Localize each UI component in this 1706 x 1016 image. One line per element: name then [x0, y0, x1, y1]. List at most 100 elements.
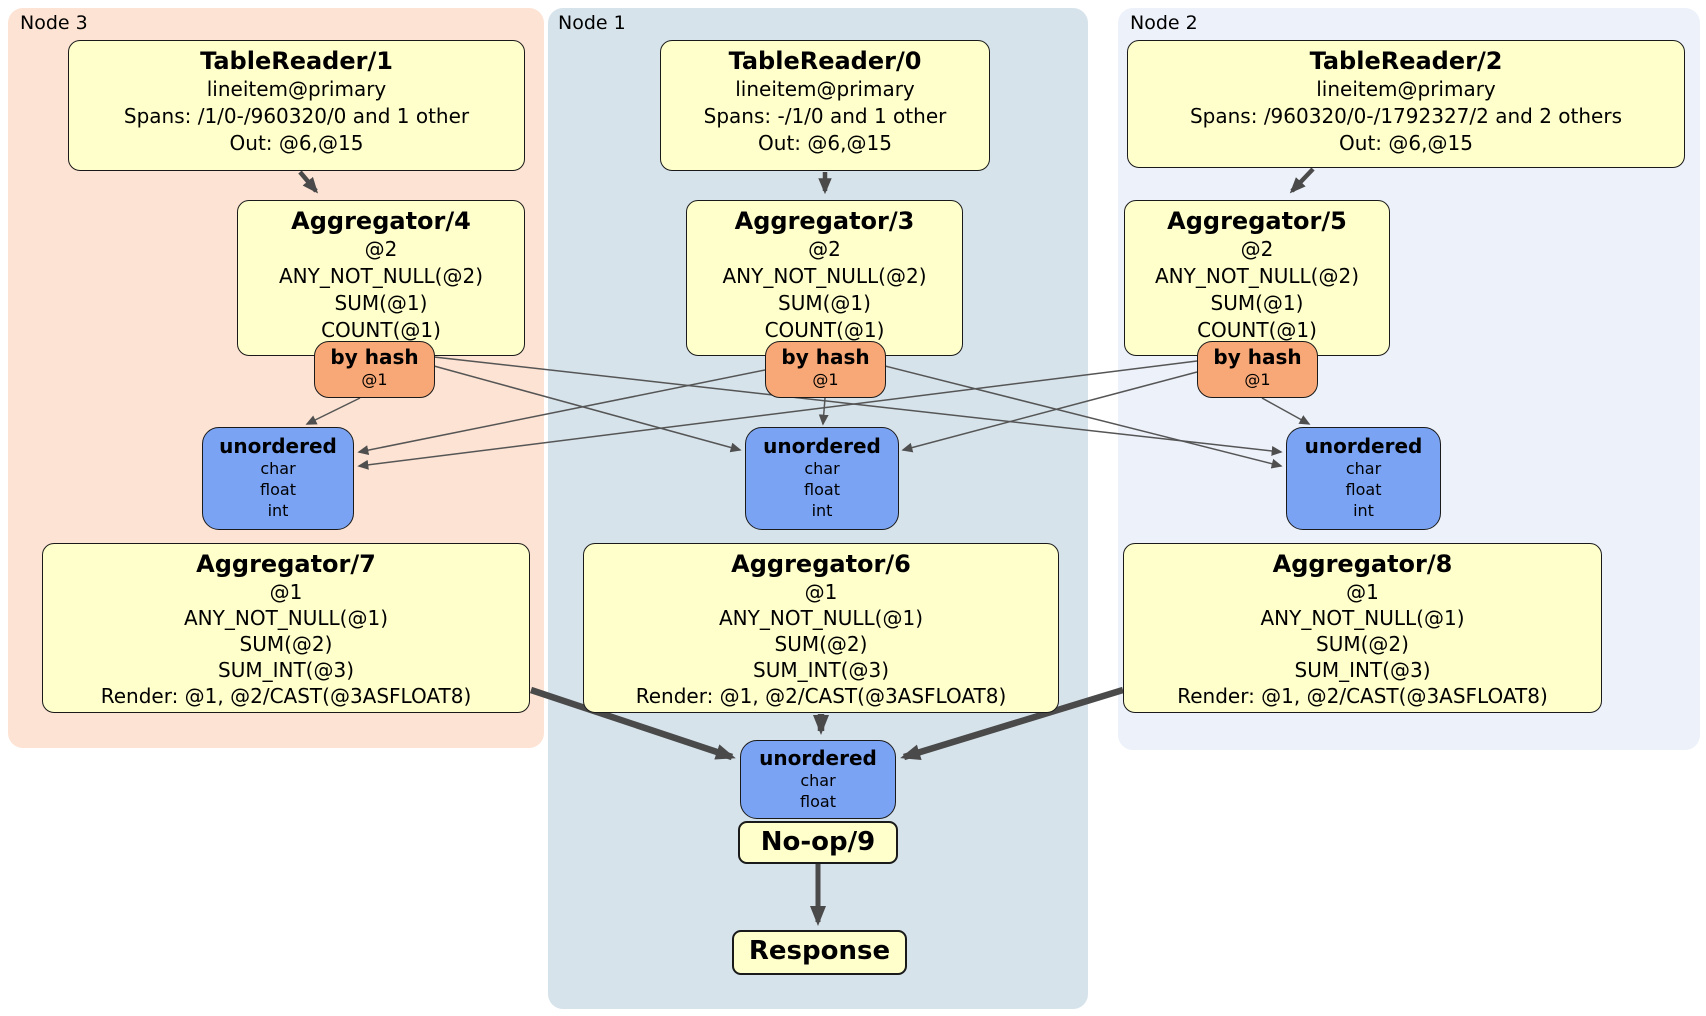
box-title: TableReader/0 [728, 47, 922, 75]
router-title: by hash [330, 345, 419, 369]
box-line: SUM_INT(@3) [1294, 658, 1431, 682]
router-key: @1 [812, 370, 839, 389]
sync-title: unordered [1304, 434, 1423, 458]
box-title: Response [748, 936, 891, 966]
sync-column: float [800, 792, 836, 811]
box-line: @1 [1346, 580, 1379, 604]
edge-hash3-un2 [433, 356, 1283, 456]
box-line: ANY_NOT_NULL(@2) [279, 264, 483, 288]
edge-hash1-un1 [818, 397, 829, 426]
box-title: No-op/9 [760, 827, 876, 857]
box-line: COUNT(@1) [1197, 318, 1317, 342]
edge-hash2-un2 [1261, 397, 1311, 425]
box-title: Aggregator/4 [291, 207, 471, 235]
node1-label: Node 1 [558, 12, 626, 34]
sync-column: float [260, 480, 296, 499]
box-line: Out: @6,@15 [758, 131, 892, 155]
aggregator-3-box: Aggregator/3 @2 ANY_NOT_NULL(@2) SUM(@1)… [686, 200, 963, 356]
box-line: @2 [808, 237, 841, 261]
box-line: SUM(@2) [239, 632, 333, 656]
box-line: SUM(@1) [778, 291, 871, 315]
box-line: Out: @6,@15 [229, 131, 364, 155]
box-line: SUM(@1) [334, 291, 428, 315]
sync-column: char [800, 771, 836, 790]
sync-column: char [1345, 459, 1382, 478]
edge-hash1-un3 [357, 369, 766, 456]
sync-title: unordered [219, 434, 337, 458]
box-line: ANY_NOT_NULL(@1) [184, 606, 388, 630]
sync-title: unordered [763, 434, 881, 458]
box-title: Aggregator/5 [1167, 207, 1347, 235]
noop-9-box: No-op/9 [738, 821, 898, 864]
box-line: SUM(@2) [1316, 632, 1409, 656]
by-hash-router-node2: by hash @1 [1197, 341, 1318, 398]
box-line: Spans: /1/0-/960320/0 and 1 other [123, 104, 470, 128]
sync-column: int [267, 501, 289, 520]
box-line: Spans: /960320/0-/1792327/2 and 2 others [1189, 104, 1622, 128]
sync-column: char [804, 459, 840, 478]
box-line: lineitem@primary [735, 77, 915, 101]
edge-agg7-unfinal [529, 686, 736, 761]
edge-hash3-un3 [305, 397, 361, 425]
by-hash-router-node3: by hash @1 [314, 341, 435, 398]
aggregator-5-box: Aggregator/5 @2 ANY_NOT_NULL(@2) SUM(@1)… [1124, 200, 1390, 356]
box-title: Aggregator/3 [734, 207, 915, 235]
box-line: Render: @1, @2/CAST(@3ASFLOAT8) [1177, 684, 1548, 708]
box-title: Aggregator/8 [1272, 550, 1453, 578]
tablereader-0-box: TableReader/0 lineitem@primary Spans: -/… [660, 40, 990, 171]
sync-column: char [260, 459, 296, 478]
aggregator-7-box: Aggregator/7 @1 ANY_NOT_NULL(@1) SUM(@2)… [42, 543, 530, 713]
box-line: SUM(@1) [1210, 291, 1304, 315]
tablereader-2-box: TableReader/2 lineitem@primary Spans: /9… [1127, 40, 1685, 168]
box-line: ANY_NOT_NULL(@1) [1260, 606, 1465, 630]
edge-hash2-un3 [357, 360, 1198, 470]
aggregator-4-box: Aggregator/4 @2 ANY_NOT_NULL(@2) SUM(@1)… [237, 200, 525, 356]
box-line: Render: @1, @2/CAST(@3ASFLOAT8) [635, 684, 1007, 708]
box-line: SUM_INT(@3) [218, 658, 354, 682]
box-line: Render: @1, @2/CAST(@3ASFLOAT8) [100, 684, 472, 708]
sync-column: float [804, 480, 840, 499]
unordered-sync-node2: unordered char float int [1286, 427, 1441, 530]
box-line: SUM_INT(@3) [753, 658, 889, 682]
sync-column: int [1353, 501, 1374, 520]
box-line: @2 [1240, 237, 1274, 261]
box-line: @1 [804, 580, 838, 604]
box-line: SUM(@2) [774, 632, 868, 656]
box-line: ANY_NOT_NULL(@2) [1155, 264, 1359, 288]
edge-hash1-un2 [884, 365, 1283, 469]
box-line: Out: @6,@15 [1339, 131, 1473, 155]
tablereader-1-box: TableReader/1 lineitem@primary Spans: /1… [68, 40, 525, 171]
aggregator-6-box: Aggregator/6 @1 ANY_NOT_NULL(@1) SUM(@2)… [583, 543, 1059, 713]
edge-hash3-un1 [433, 365, 742, 453]
node2-label: Node 2 [1130, 12, 1198, 34]
response-box: Response [732, 930, 907, 975]
aggregator-8-box: Aggregator/8 @1 ANY_NOT_NULL(@1) SUM(@2)… [1123, 543, 1602, 713]
box-line: ANY_NOT_NULL(@1) [719, 606, 923, 630]
box-line: ANY_NOT_NULL(@2) [722, 264, 927, 288]
box-line: lineitem@primary [206, 77, 387, 101]
edge-tr1-agg4 [298, 170, 319, 194]
box-line: COUNT(@1) [764, 318, 885, 342]
box-line: @1 [269, 580, 303, 604]
box-title: Aggregator/7 [196, 550, 376, 578]
router-key: @1 [361, 370, 388, 389]
sync-title: unordered [759, 746, 877, 770]
edge-hash2-un1 [901, 371, 1198, 453]
edge-agg8-unfinal [900, 686, 1124, 761]
node3-label: Node 3 [20, 12, 88, 34]
box-line: Spans: -/1/0 and 1 other [703, 104, 947, 128]
box-title: TableReader/2 [1309, 47, 1503, 75]
box-line: @2 [364, 237, 398, 261]
box-title: Aggregator/6 [731, 550, 911, 578]
sync-column: int [811, 501, 833, 520]
router-title: by hash [1213, 345, 1302, 369]
by-hash-router-node1: by hash @1 [765, 341, 886, 398]
router-key: @1 [1244, 370, 1271, 389]
sync-column: float [1345, 480, 1382, 499]
unordered-sync-node3: unordered char float int [202, 427, 354, 530]
box-line: lineitem@primary [1316, 77, 1496, 101]
router-title: by hash [781, 345, 870, 369]
box-line: COUNT(@1) [321, 318, 441, 342]
